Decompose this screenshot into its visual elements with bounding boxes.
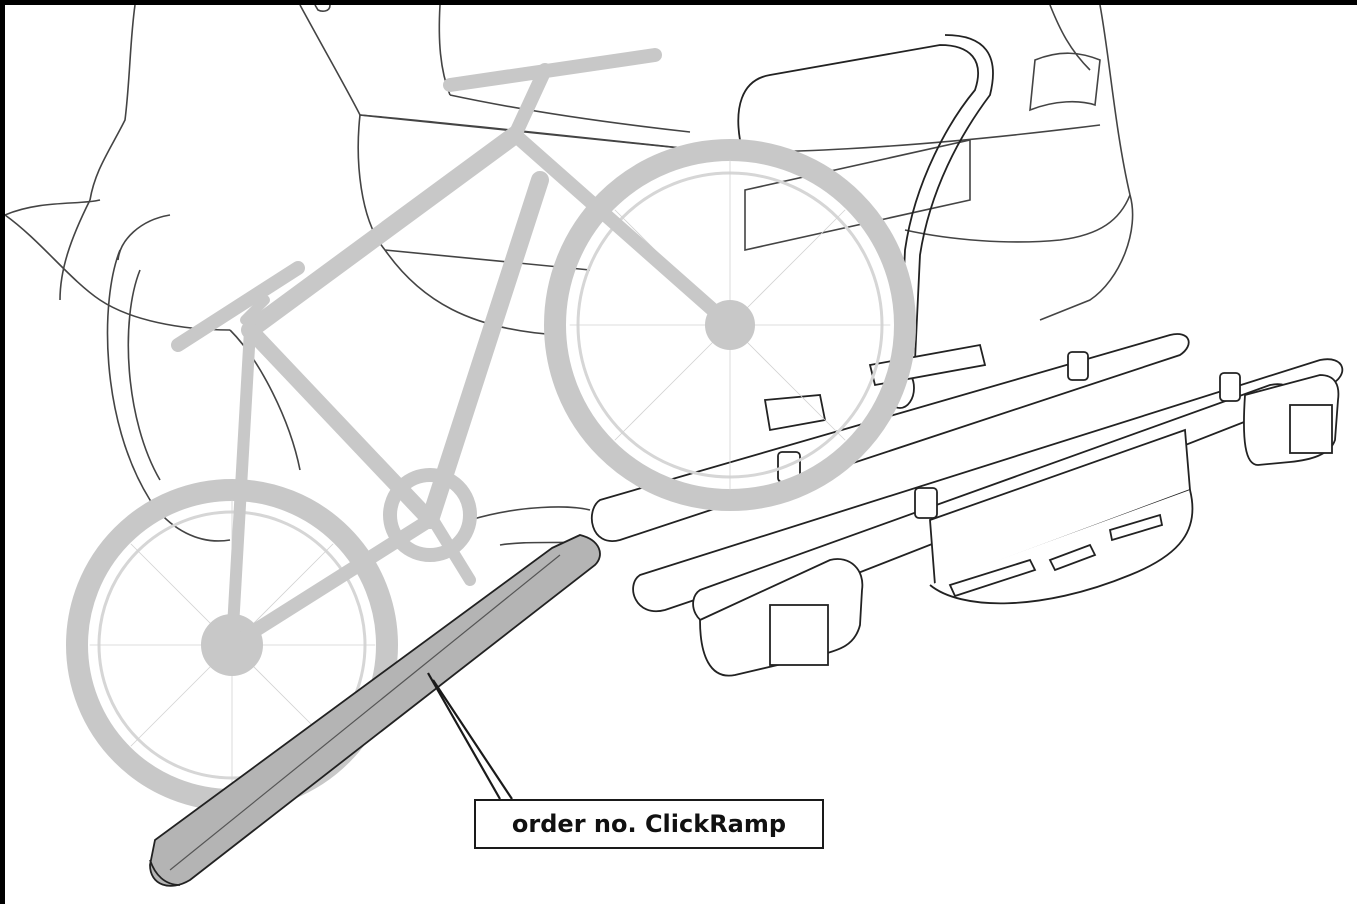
callout-label: order no. ClickRamp xyxy=(511,810,787,838)
frame-border-left xyxy=(0,0,5,904)
order-number-callout: order no. ClickRamp xyxy=(474,799,824,849)
loading-ramp-icon xyxy=(149,534,601,887)
bicycle-icon xyxy=(66,48,916,811)
callout-leader xyxy=(427,672,513,800)
frame-border-top xyxy=(0,0,1357,5)
bike-carrier-icon xyxy=(591,34,1344,677)
